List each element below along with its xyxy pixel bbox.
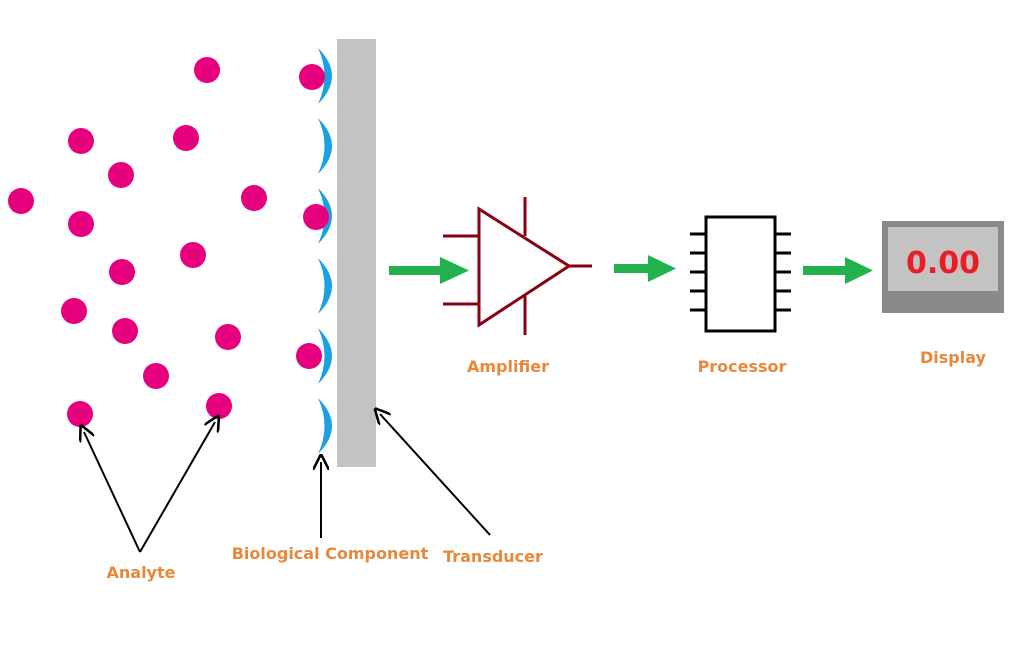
labels: Analyte Biological Component Transducer … xyxy=(107,348,987,582)
analyte-dot-icon xyxy=(215,324,241,350)
display-screen-icon: 0.00 xyxy=(882,221,1004,313)
analyte-dot-icon xyxy=(112,318,138,344)
label-processor: Processor xyxy=(698,357,787,376)
amplifier-triangle-icon xyxy=(443,197,592,335)
analyte-dot-icon xyxy=(206,393,232,419)
label-analyte: Analyte xyxy=(107,563,176,582)
label-biological-component: Biological Component xyxy=(232,544,429,563)
right-arrow-icon xyxy=(614,255,676,282)
analyte-dot-icon xyxy=(303,204,329,230)
transducer-plate xyxy=(337,39,376,467)
analyte-dot-icon xyxy=(68,211,94,237)
analyte-dot-icon xyxy=(173,125,199,151)
receptor-crescent-icon xyxy=(318,258,332,314)
analyte-particles xyxy=(8,57,267,427)
label-amplifier: Amplifier xyxy=(467,357,549,376)
chip-icon xyxy=(690,215,791,333)
analyte-dot-icon xyxy=(67,401,93,427)
analyte-dot-icon xyxy=(109,259,135,285)
receptor-crescent-icon xyxy=(318,48,332,104)
biological-component xyxy=(318,48,332,454)
pointer-arrows xyxy=(84,414,491,553)
analyte-dot-icon xyxy=(108,162,134,188)
display-value: 0.00 xyxy=(906,246,980,281)
analyte-dot-icon xyxy=(299,64,325,90)
analyte-dot-icon xyxy=(68,128,94,154)
signal-flow-arrows xyxy=(389,255,873,284)
label-transducer: Transducer xyxy=(443,547,543,566)
analyte-dot-icon xyxy=(8,188,34,214)
bound-analytes xyxy=(296,64,329,369)
receptor-crescent-icon xyxy=(318,118,332,174)
label-display: Display xyxy=(920,348,987,367)
right-arrow-icon xyxy=(803,257,873,284)
analyte-dot-icon xyxy=(194,57,220,83)
receptor-crescent-icon xyxy=(318,328,332,384)
right-arrow-icon xyxy=(389,257,469,284)
analyte-dot-icon xyxy=(296,343,322,369)
analyte-dot-icon xyxy=(61,298,87,324)
analyte-dot-icon xyxy=(180,242,206,268)
receptor-crescent-icon xyxy=(318,398,332,454)
analyte-dot-icon xyxy=(241,185,267,211)
analyte-dot-icon xyxy=(143,363,169,389)
